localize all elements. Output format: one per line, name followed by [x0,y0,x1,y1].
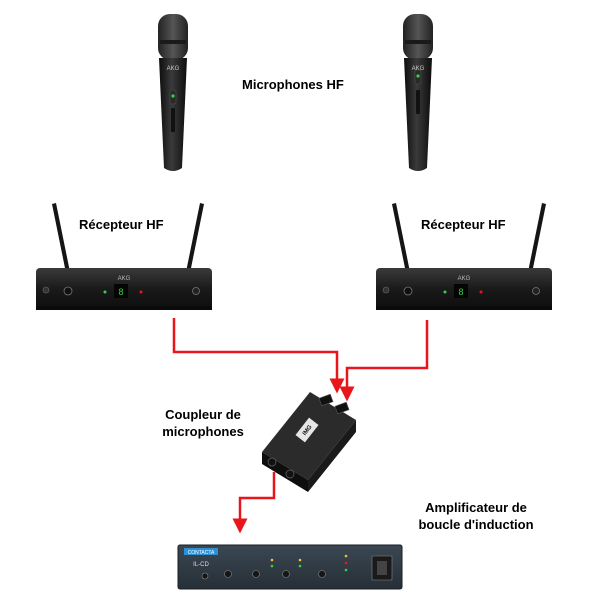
mic-right-brand: AKG [412,66,425,72]
mic-left-brand: AKG [167,66,180,72]
microphone-right: AKG [403,14,433,171]
microphone-coupler: IMG [262,392,356,492]
receiver-left-brand: AKG [118,276,131,282]
receiver-right-brand: AKG [458,276,471,282]
microphone-left: AKG [158,14,188,171]
label-amplifier-line2: boucle d'induction [418,517,534,532]
cable-coupler-to-amplifier [232,472,276,534]
label-receiver-left: Récepteur HF [79,217,164,232]
label-coupler-line2: microphones [162,424,244,439]
coupler-brand: IMG [302,424,314,437]
receiver-right: AKG 8 [376,203,552,310]
receiver-left: AKG 8 [36,203,212,310]
label-receiver-right: Récepteur HF [421,217,506,232]
amplifier-model: IL-CD [193,562,209,568]
label-amplifier-line1: Amplificateur de [425,500,527,515]
induction-loop-amplifier: CONTACTA IL-CD [177,544,403,590]
label-amplifier: Amplificateur de boucle d'induction [396,499,556,533]
connectors [172,318,429,534]
cable-receiver-left-to-coupler [172,318,345,394]
label-coupler: Coupleur de microphones [152,406,254,440]
label-coupler-line1: Coupleur de [165,407,241,422]
amplifier-brand: CONTACTA [188,550,215,556]
cable-receiver-right-to-coupler [339,320,429,402]
svg-text:8: 8 [458,287,463,297]
label-microphones-hf: Microphones HF [242,77,344,92]
svg-text:8: 8 [118,287,123,297]
